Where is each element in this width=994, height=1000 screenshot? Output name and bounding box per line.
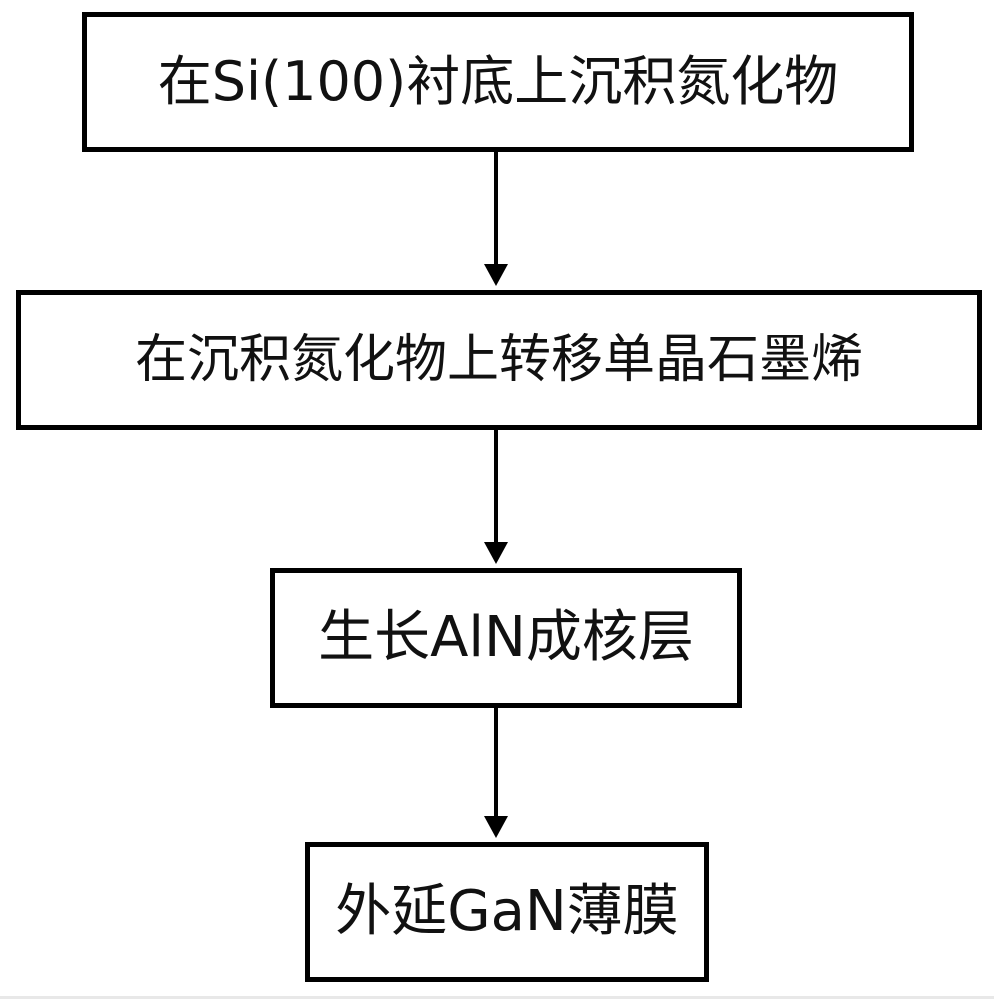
step-1-label: 在Si(100)衬底上沉积氮化物 (157, 50, 839, 113)
step-4-label: 外延GaN薄膜 (335, 879, 679, 944)
step-2-label: 在沉积氮化物上转移单晶石墨烯 (134, 330, 863, 390)
step-1-box: 在Si(100)衬底上沉积氮化物 (82, 12, 914, 152)
step-3-label: 生长AlN成核层 (318, 605, 694, 670)
step-2-box: 在沉积氮化物上转移单晶石墨烯 (16, 290, 982, 430)
arrow-1-head (484, 264, 508, 286)
step-4-box: 外延GaN薄膜 (305, 842, 709, 982)
step-3-box: 生长AlN成核层 (270, 568, 742, 708)
arrow-3-head (484, 816, 508, 838)
bottom-divider (0, 996, 994, 999)
arrow-2-head (484, 542, 508, 564)
